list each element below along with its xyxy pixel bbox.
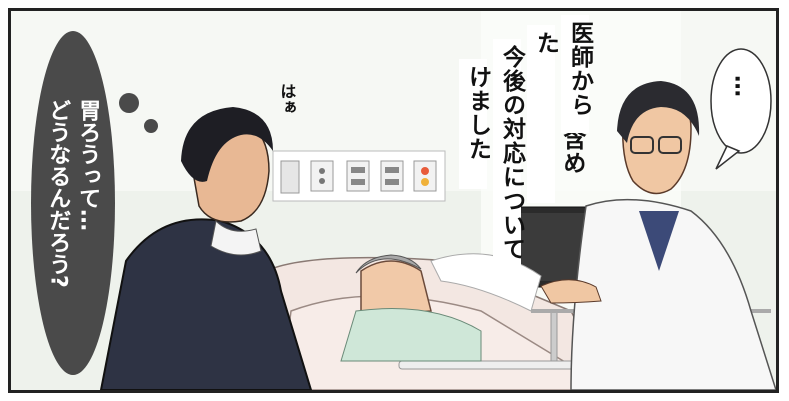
patient bbox=[340, 254, 482, 362]
doctor bbox=[540, 81, 776, 390]
caption-column-1: 医師から bbox=[561, 15, 592, 133]
doctor-speech-bubble bbox=[710, 48, 772, 154]
man-back-view bbox=[99, 107, 313, 390]
doctor-ellipsis: … bbox=[729, 75, 755, 97]
thought-line-1: 胃ろうって… bbox=[75, 99, 101, 231]
medical-gas-panel bbox=[272, 150, 446, 202]
caption-column-3: 今後の対応について bbox=[493, 39, 524, 269]
sigh-text: はぁ bbox=[277, 83, 297, 115]
thought-line-2: どうなるんだろう? bbox=[45, 99, 71, 288]
caption-column-2: 胃ろうを含めた bbox=[527, 25, 585, 203]
scene-illustration bbox=[11, 11, 776, 390]
caption-column-4: 説明を受けました bbox=[459, 59, 517, 189]
thought-bubble bbox=[31, 31, 158, 375]
manga-panel: 説明を受けました 今後の対応について 胃ろうを含めた 医師から 胃ろうって… ど… bbox=[8, 8, 779, 393]
